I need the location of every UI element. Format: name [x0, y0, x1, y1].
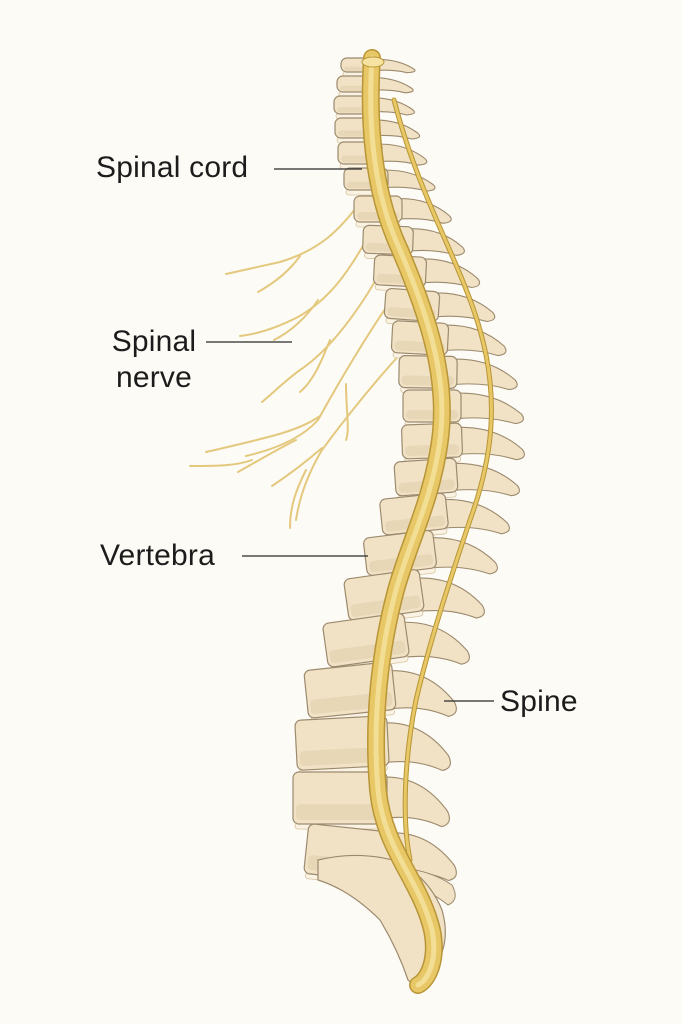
spinal-nerve-branch: [205, 415, 321, 453]
vertebra-body: [294, 715, 390, 771]
leader-lines: [206, 168, 494, 702]
label-spinal-nerve: Spinal nerve: [104, 324, 204, 396]
spinal-nerve-branch: [189, 459, 253, 467]
spinal-cord-shape: [361, 49, 494, 994]
spinal-nerves: [189, 199, 405, 529]
spinous-process: [370, 119, 421, 140]
vertebra-shading: [296, 804, 384, 820]
spinous-process: [368, 77, 414, 94]
spinal-nerve-branch: [289, 469, 307, 529]
spinal-nerve-branch: [271, 447, 323, 487]
spinous-process: [419, 258, 481, 289]
spinous-process: [450, 358, 518, 391]
dorsal-line: [392, 98, 493, 862]
spinous-process: [380, 776, 450, 828]
spinal-nerve-branch: [239, 229, 373, 337]
spinal-nerve-branch: [261, 261, 387, 403]
spinous-process: [395, 198, 452, 224]
spinous-process: [406, 228, 465, 256]
label-vertebra: Vertebra: [100, 539, 216, 572]
spinal-nerve-branch: [299, 339, 331, 393]
label-spinal-nerve-line1: Spinal: [111, 325, 197, 358]
spinal-cord-highlight: [368, 55, 445, 988]
spinal-nerve-branch: [245, 295, 395, 457]
spinal-nerve-branch: [345, 383, 349, 441]
label-spinal-nerve-line2: nerve: [115, 361, 193, 394]
spinal-nerve-branch: [295, 349, 405, 521]
spinal-nerve-branch: [257, 255, 301, 293]
spinal-nerve-branch: [225, 199, 363, 275]
label-spine: Spine: [500, 685, 578, 718]
spinal-cord-top: [361, 56, 385, 68]
label-spinal-cord: Spinal cord: [96, 151, 249, 184]
vertebra-shading: [299, 746, 386, 767]
spinal-nerve-branch: [237, 439, 297, 473]
spinal-nerve-branch: [273, 299, 319, 341]
spinous-process: [432, 292, 496, 323]
spinous-process: [381, 722, 451, 772]
spinous-process: [441, 324, 507, 357]
spinous-process: [381, 169, 436, 192]
